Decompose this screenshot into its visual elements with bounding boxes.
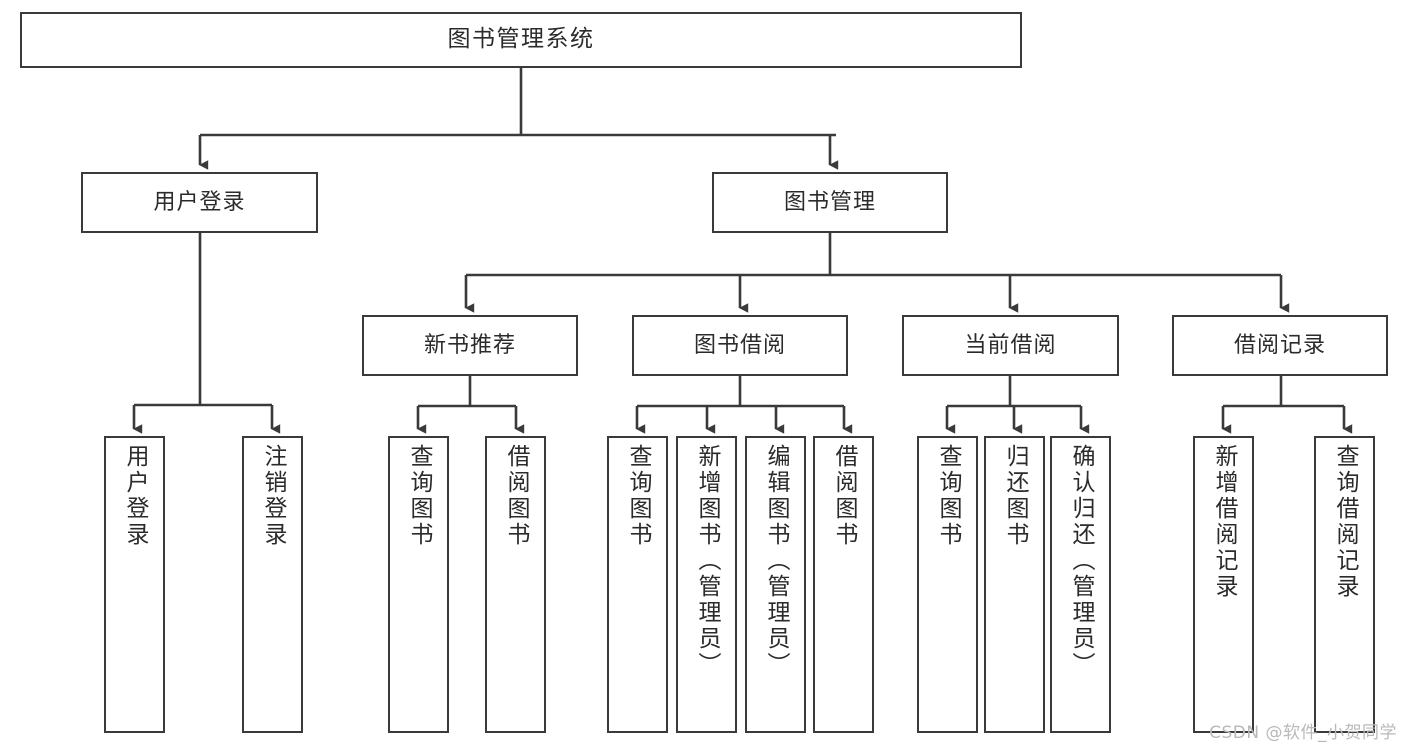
leaf-new-book-query[interactable]: 查询图书 (388, 436, 449, 733)
node-user-login[interactable]: 用户登录 (81, 172, 318, 233)
node-label: 查询图书 (935, 444, 961, 548)
node-label: 新增图书（管理员） (694, 444, 720, 678)
node-label: 当前借阅 (964, 332, 1057, 358)
node-label: 查询图书 (406, 444, 432, 548)
leaf-book-borrow-add[interactable]: 新增图书（管理员） (676, 436, 737, 733)
node-label: 注销登录 (260, 444, 286, 548)
leaf-borrow-record-query[interactable]: 查询借阅记录 (1314, 436, 1375, 733)
node-label: 查询借阅记录 (1332, 444, 1358, 600)
leaf-borrow-record-add[interactable]: 新增借阅记录 (1193, 436, 1254, 733)
node-label: 用户登录 (122, 444, 148, 548)
node-label: 用户登录 (153, 189, 246, 215)
node-current-borrow[interactable]: 当前借阅 (902, 315, 1119, 376)
node-book-management[interactable]: 图书管理 (712, 172, 948, 233)
leaf-book-borrow-query[interactable]: 查询图书 (607, 436, 668, 733)
node-label: 编辑图书（管理员） (763, 444, 789, 678)
node-label: 确认归还（管理员） (1068, 444, 1094, 678)
node-label: 图书借阅 (693, 332, 786, 358)
leaf-user-login-login[interactable]: 用户登录 (104, 436, 165, 733)
node-label: 图书管理系统 (447, 26, 595, 53)
leaf-current-borrow-return[interactable]: 归还图书 (984, 436, 1045, 733)
node-label: 图书管理 (783, 189, 876, 215)
node-label: 借阅图书 (831, 444, 857, 548)
leaf-book-borrow-borrow[interactable]: 借阅图书 (813, 436, 874, 733)
node-label: 借阅图书 (503, 444, 529, 548)
node-root-system[interactable]: 图书管理系统 (20, 12, 1022, 68)
node-label: 归还图书 (1002, 444, 1028, 548)
node-new-book-recommend[interactable]: 新书推荐 (362, 315, 578, 376)
leaf-current-borrow-confirm-return[interactable]: 确认归还（管理员） (1050, 436, 1111, 733)
node-label: 借阅记录 (1233, 332, 1326, 358)
leaf-book-borrow-edit[interactable]: 编辑图书（管理员） (745, 436, 806, 733)
node-label: 新增借阅记录 (1211, 444, 1237, 600)
leaf-new-book-borrow[interactable]: 借阅图书 (485, 436, 546, 733)
leaf-user-login-logout[interactable]: 注销登录 (242, 436, 303, 733)
node-label: 新书推荐 (423, 332, 516, 358)
node-borrow-record[interactable]: 借阅记录 (1172, 315, 1388, 376)
node-label: 查询图书 (625, 444, 651, 548)
node-book-borrow[interactable]: 图书借阅 (632, 315, 848, 376)
leaf-current-borrow-query[interactable]: 查询图书 (917, 436, 978, 733)
